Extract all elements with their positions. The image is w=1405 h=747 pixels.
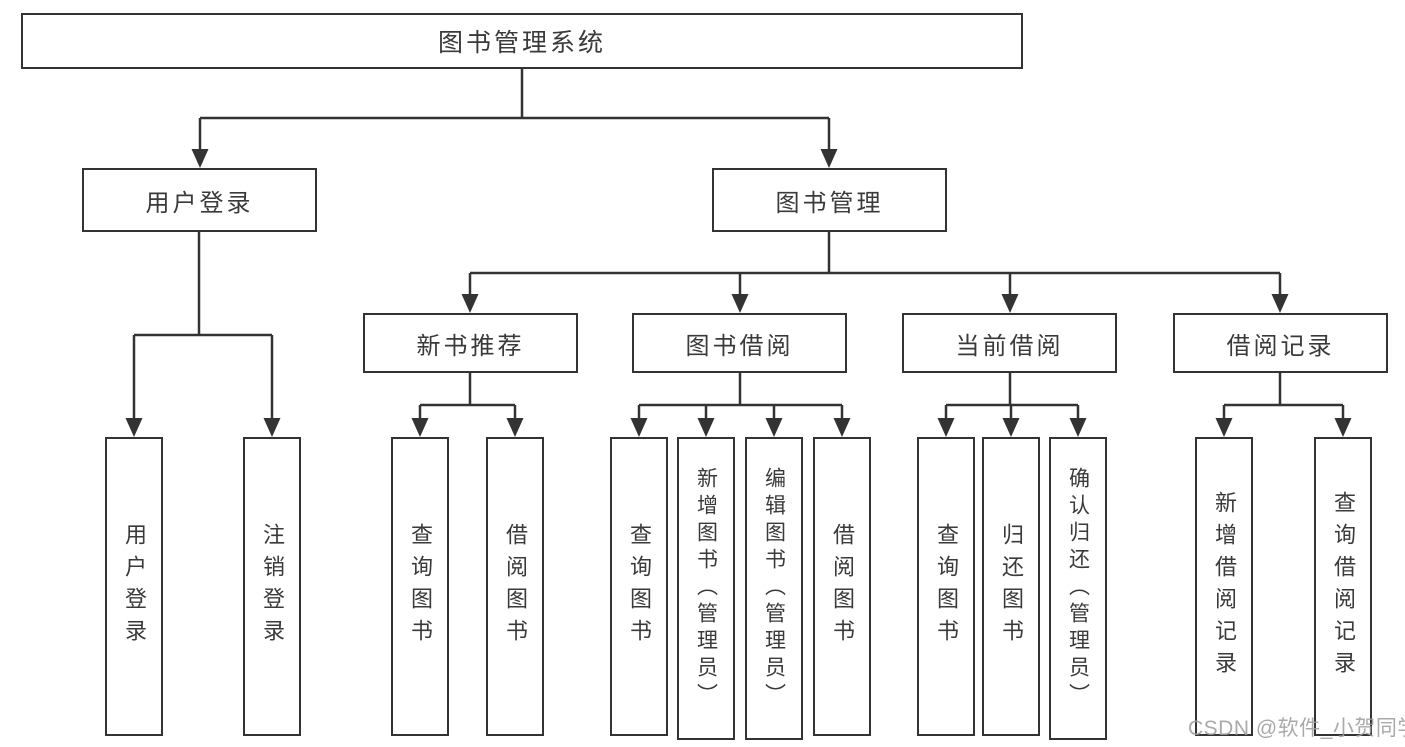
leaf-borrowing-add-books-admin: 新增图书（管理员） [677, 437, 735, 740]
leaf-current-confirm-return-admin: 确认归还（管理员） [1049, 437, 1107, 740]
node-book-borrowing: 图书借阅 [632, 313, 847, 373]
node-user-login-branch: 用户登录 [82, 168, 317, 232]
node-root-library-management-system: 图书管理系统 [21, 13, 1023, 69]
leaf-records-query-record: 查询借阅记录 [1314, 437, 1372, 736]
leaf-borrowing-query-books: 查询图书 [610, 437, 668, 736]
node-new-book-recommend: 新书推荐 [363, 313, 578, 373]
node-book-management-branch: 图书管理 [712, 168, 947, 232]
arrowheads [125, 149, 1352, 437]
leaf-newbooks-query-books: 查询图书 [391, 437, 449, 736]
leaf-borrowing-borrow-books: 借阅图书 [813, 437, 871, 736]
leaf-records-add-record: 新增借阅记录 [1195, 437, 1253, 736]
leaf-user-login: 用户登录 [105, 437, 163, 736]
csdn-watermark: CSDN @软件_小贺同学 [1188, 717, 1405, 740]
leaf-newbooks-borrow-books: 借阅图书 [486, 437, 544, 736]
leaf-current-return-books: 归还图书 [982, 437, 1040, 736]
connector-paths [132, 69, 1345, 421]
leaf-borrowing-edit-books-admin: 编辑图书（管理员） [745, 437, 803, 740]
leaf-logout: 注销登录 [243, 437, 301, 736]
leaf-current-query-books: 查询图书 [917, 437, 975, 736]
node-current-borrowing: 当前借阅 [902, 313, 1117, 373]
node-borrowing-records: 借阅记录 [1173, 313, 1388, 373]
